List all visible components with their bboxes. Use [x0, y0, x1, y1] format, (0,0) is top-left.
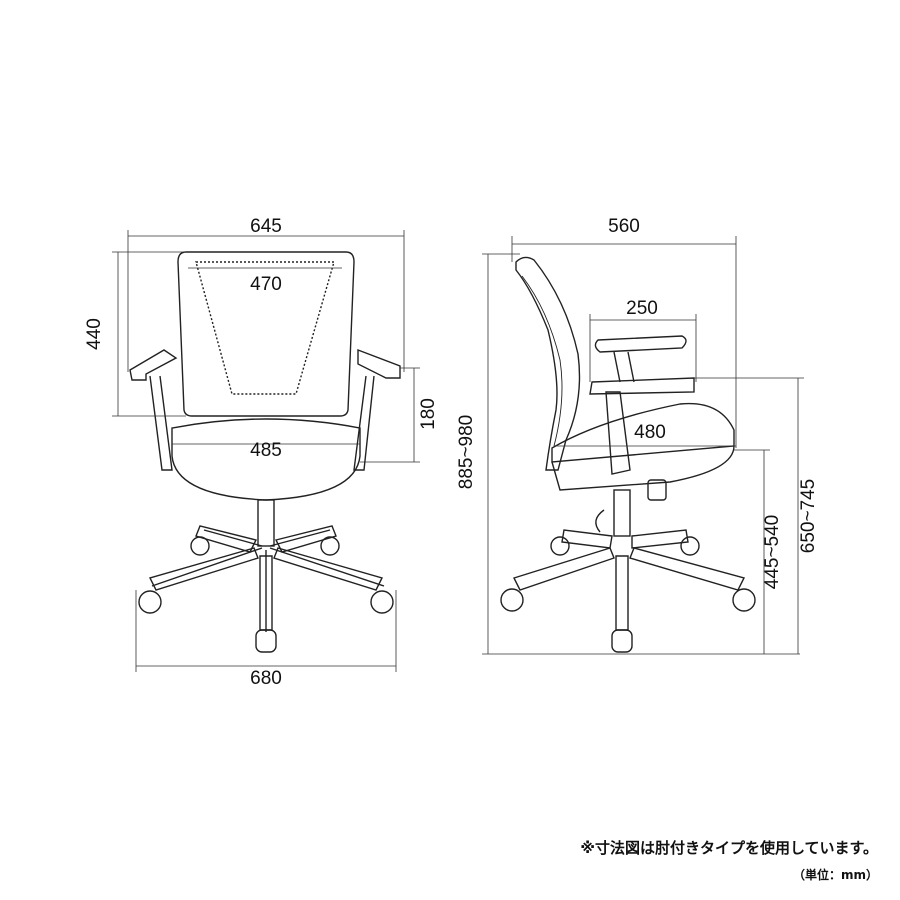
- dim-side-overall-height: 885~980: [456, 415, 477, 490]
- dim-side-seat-depth: 480: [634, 422, 666, 443]
- dim-front-seat-width: 485: [250, 440, 282, 461]
- front-right-arm-post: [353, 375, 375, 471]
- front-caster: [190, 536, 210, 556]
- side-armrest-arm: [589, 377, 695, 395]
- front-backrest: [177, 251, 355, 417]
- footnote-unit: （単位：mm）: [792, 868, 878, 882]
- dim-front-back-width: 470: [250, 274, 282, 295]
- dim-side-armrest-floor-height: 650~745: [798, 479, 819, 554]
- dim-front-armrest-height: 180: [418, 398, 439, 430]
- dim-side-armrest-depth: 250: [626, 298, 658, 319]
- front-star-base: [151, 529, 385, 632]
- dim-front-base-width: 680: [250, 668, 282, 689]
- dim-side-seat-height: 445~540: [762, 515, 783, 590]
- front-dimension-lines: [112, 230, 420, 672]
- side-backrest: [515, 256, 581, 471]
- side-seat: [551, 402, 735, 463]
- side-armrest-pad: [594, 335, 687, 353]
- side-view-chair: [500, 256, 756, 653]
- side-mechanism: [605, 391, 631, 475]
- footnote-armrest-type: ※寸法図は肘付きタイプを使用しています。: [580, 839, 878, 857]
- front-seat: [171, 418, 361, 501]
- dim-front-back-height: 440: [84, 318, 105, 350]
- dim-side-overall-depth: 560: [608, 216, 640, 237]
- front-gas-column: [257, 499, 275, 547]
- front-left-arm-post: [149, 375, 173, 471]
- side-gas-column: [613, 489, 631, 537]
- front-left-armrest: [129, 349, 178, 381]
- front-backrest-mesh: [195, 261, 335, 395]
- dim-front-overall-width: 645: [250, 216, 282, 237]
- front-view-chair: [129, 251, 401, 653]
- front-right-armrest: [357, 348, 401, 379]
- side-dimension-lines: [482, 236, 804, 655]
- side-caster: [550, 536, 570, 556]
